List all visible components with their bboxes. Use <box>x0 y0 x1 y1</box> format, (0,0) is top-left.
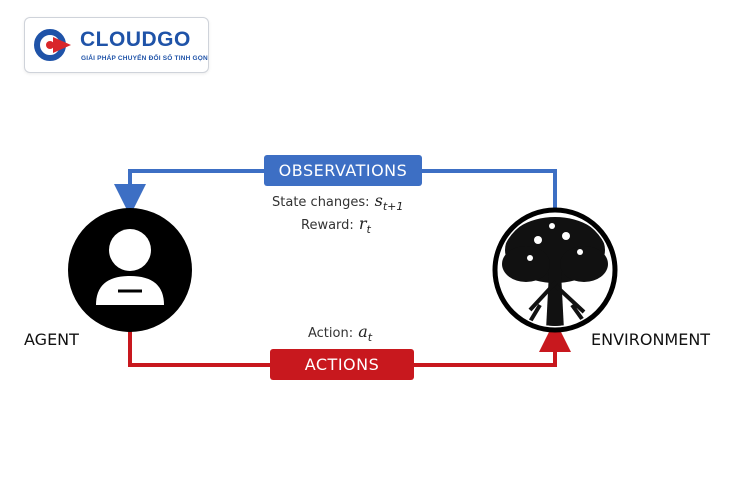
actions-label: ACTIONS <box>304 355 380 374</box>
action-label: Action: at <box>308 322 373 344</box>
tree-icon <box>492 207 618 333</box>
actions-box: ACTIONS <box>270 349 414 380</box>
action-text: Action: <box>308 326 354 341</box>
state-var: s <box>374 191 383 210</box>
state-sub: t+1 <box>382 200 404 213</box>
observations-label: OBSERVATIONS <box>278 161 408 180</box>
reward-sub: t <box>366 223 371 236</box>
cloudgo-logo: CLOUDGO GIẢI PHÁP CHUYỂN ĐỔI SỐ TINH GỌN <box>24 17 209 73</box>
environment-label: ENVIRONMENT <box>591 330 711 349</box>
observations-box: OBSERVATIONS <box>264 155 422 186</box>
logo-name: CLOUDGO <box>80 28 191 51</box>
state-text: State changes: <box>272 195 370 210</box>
agent-icon <box>68 208 192 332</box>
reward-var: r <box>358 214 367 233</box>
agent-label: AGENT <box>24 330 79 349</box>
reward-label: Reward: rt <box>301 214 371 236</box>
reward-text: Reward: <box>301 218 354 233</box>
state-change-label: State changes: st+1 <box>272 191 404 213</box>
action-sub: t <box>367 331 373 344</box>
cloudgo-logo-icon <box>34 29 71 61</box>
logo-tagline: GIẢI PHÁP CHUYỂN ĐỔI SỐ TINH GỌN <box>81 55 208 62</box>
action-var: a <box>358 322 368 341</box>
